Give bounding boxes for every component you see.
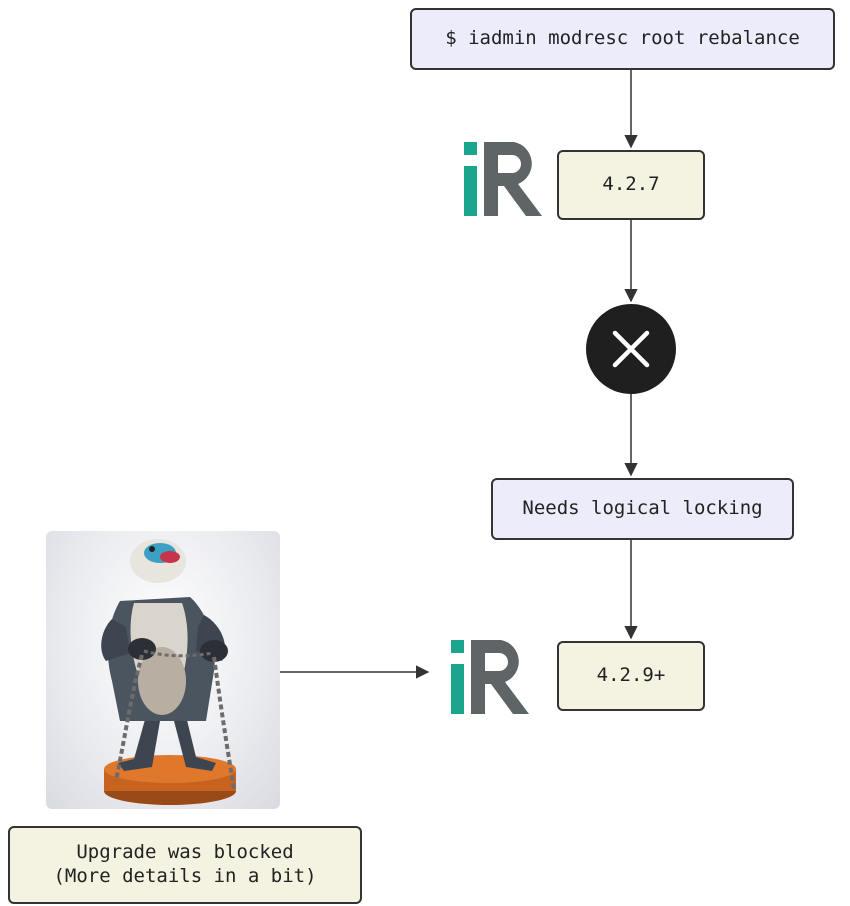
note-line-2: (More details in a bit) — [53, 865, 317, 887]
note-line-1: Upgrade was blocked — [76, 841, 294, 864]
needs-locking-node: Needs logical locking — [491, 478, 794, 540]
version-427-label: 4.2.7 — [602, 173, 660, 196]
irods-logo-icon — [462, 140, 548, 222]
upgrade-blocked-note: Upgrade was blocked (More details in a b… — [8, 826, 362, 904]
version-429-node: 4.2.9+ — [557, 641, 705, 711]
version-427-node: 4.2.7 — [557, 150, 705, 220]
needs-locking-label: Needs logical locking — [522, 497, 763, 520]
version-429-label: 4.2.9+ — [596, 664, 666, 687]
command-text: $ iadmin modresc root rebalance — [445, 27, 800, 50]
command-node: $ iadmin modresc root rebalance — [410, 8, 835, 70]
irods-logo-icon — [449, 638, 535, 720]
chained-baboon-figurine-image — [46, 531, 280, 809]
x-circle-icon — [586, 304, 676, 394]
